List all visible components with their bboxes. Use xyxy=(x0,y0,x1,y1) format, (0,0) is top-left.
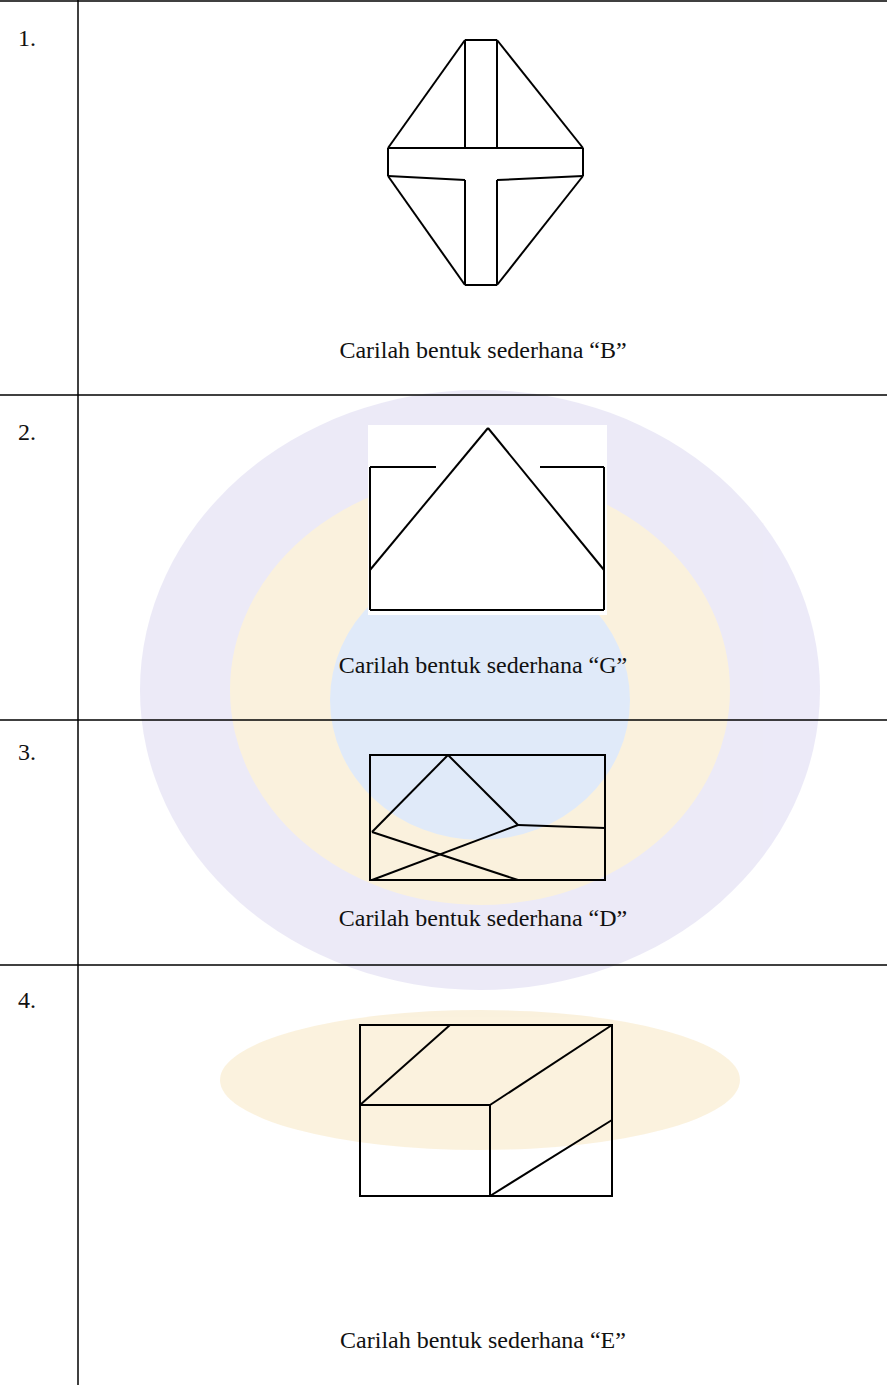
figure-1 xyxy=(388,40,583,285)
row-number: 3. xyxy=(18,738,36,767)
figure-4 xyxy=(360,1025,612,1196)
row-number: 4. xyxy=(18,986,36,1015)
caption: Carilah bentuk sederhana “D” xyxy=(339,904,628,933)
watermark-logo xyxy=(140,390,820,1150)
row-number: 1. xyxy=(18,24,36,53)
caption: Carilah bentuk sederhana “G” xyxy=(339,651,628,680)
caption: Carilah bentuk sederhana “B” xyxy=(339,336,626,365)
figure-2 xyxy=(368,425,607,615)
caption: Carilah bentuk sederhana “E” xyxy=(340,1326,626,1355)
figure-3 xyxy=(370,755,605,880)
row-number: 2. xyxy=(18,418,36,447)
